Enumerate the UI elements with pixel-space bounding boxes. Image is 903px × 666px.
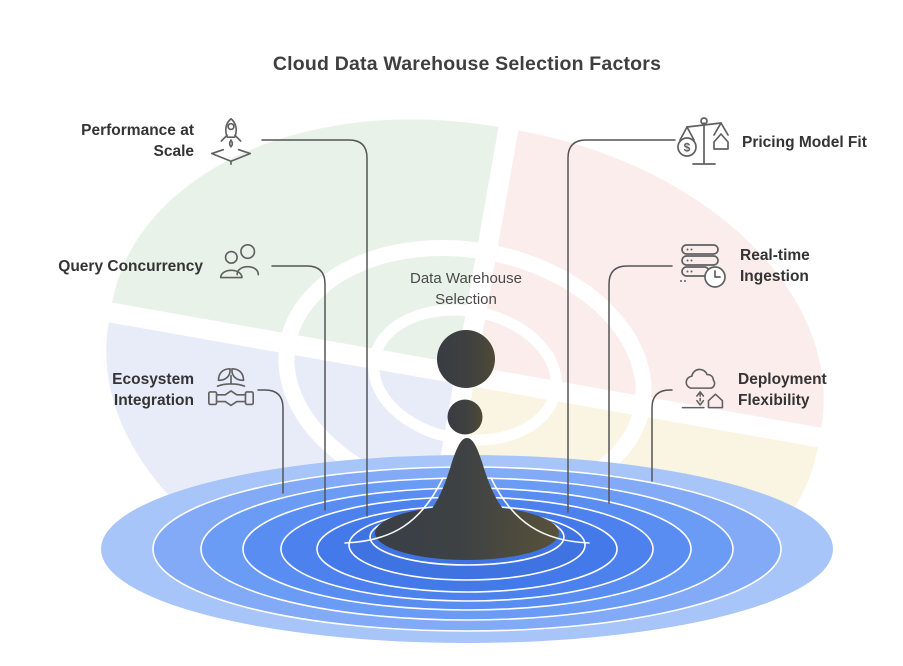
rocket-launch-icon: [204, 112, 258, 170]
factor-label-line2: Ingestion: [740, 268, 809, 285]
center-label: Data Warehouse Selection: [380, 268, 552, 310]
page-title: Cloud Data Warehouse Selection Factors: [272, 53, 662, 75]
water-droplet-small: [447, 399, 483, 435]
factor-label: Real-time Ingestion: [740, 245, 810, 287]
factor-label-line1: Performance at: [81, 122, 194, 139]
connector-real-time-ingestion: [608, 265, 673, 504]
cloud-house-icon: [676, 363, 728, 417]
splash-peak: [375, 438, 560, 549]
factor-label: Query Concurrency: [58, 256, 203, 277]
factor-pricing-model-fit: $ Pricing Model Fit: [676, 112, 867, 172]
center-label-line1: Data Warehouse: [409, 270, 522, 287]
connector-lines: [257, 139, 676, 517]
water-droplet-large: [437, 330, 495, 388]
handshake-sprout-icon: [204, 363, 258, 417]
factor-deployment-flexibility: Deployment Flexibility: [676, 363, 827, 417]
factor-label-line1: Ecosystem: [112, 371, 194, 388]
factor-label-line1: Deployment: [738, 371, 827, 388]
factor-performance-at-scale: Performance at Scale: [81, 112, 258, 170]
factor-label: Ecosystem Integration: [112, 369, 194, 411]
connector-performance-at-scale: [261, 139, 368, 517]
factor-label-line2: Scale: [153, 143, 194, 160]
factor-label-line1: Query Concurrency: [58, 257, 203, 275]
users-icon: [213, 239, 267, 293]
factor-query-concurrency: Query Concurrency: [58, 239, 267, 293]
balance-scale-dollar-icon: $: [676, 112, 732, 172]
factor-label-line2: Integration: [113, 392, 194, 409]
connector-pricing-model-fit: [567, 139, 676, 513]
factor-label-line2: Flexibility: [738, 392, 810, 409]
factor-label: Deployment Flexibility: [738, 369, 827, 411]
factor-real-time-ingestion: Real-time Ingestion: [674, 239, 810, 293]
connector-query-concurrency: [271, 265, 326, 511]
factor-label: Pricing Model Fit: [742, 132, 867, 153]
svg-text:$: $: [684, 141, 691, 155]
factor-label: Performance at Scale: [81, 120, 194, 162]
connector-deployment-flexibility: [651, 389, 673, 482]
connector-ecosystem-integration: [257, 389, 284, 494]
factor-ecosystem-integration: Ecosystem Integration: [112, 363, 258, 417]
factor-label-line1: Real-time: [740, 247, 810, 264]
center-label-line2: Selection: [435, 291, 497, 308]
water-splash: [344, 330, 590, 560]
factor-label-line1: Pricing Model Fit: [742, 133, 867, 151]
database-clock-icon: [674, 239, 730, 293]
